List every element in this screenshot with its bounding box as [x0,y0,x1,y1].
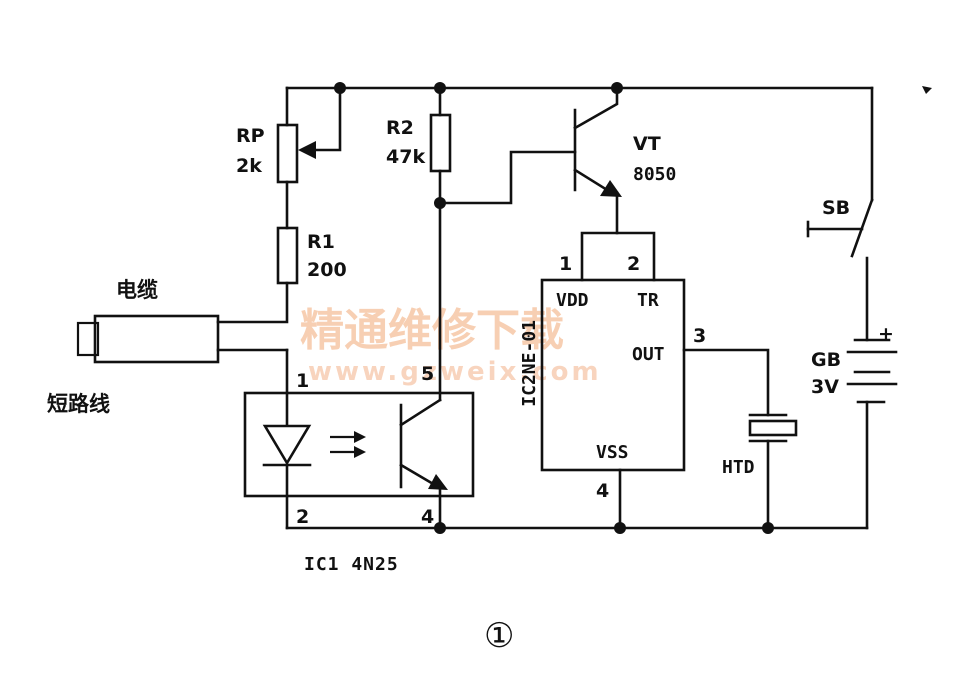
junction-dot [762,522,774,534]
htd-label: HTD [722,457,755,478]
rp-wiper-arrow [298,141,316,159]
ic2-pin4-label: 4 [596,480,609,502]
ic1-pin5-label: 5 [421,363,434,385]
junction-dot [434,522,446,534]
led-diode [262,424,312,466]
rp-name-label: RP [236,125,265,147]
r2-value-label: 47k [386,146,425,168]
cable-label: 电缆 [116,278,158,302]
watermark-url: www.gzweix.com [308,357,602,387]
watermark-title: 精通维修下载 [300,305,564,356]
ic1-pin2-label: 2 [296,506,309,528]
ic1-package [243,391,475,498]
top-rail [285,82,874,94]
ic1-pin1-label: 1 [296,370,309,392]
ic2-vdd-label: VDD [556,290,589,311]
rp-potentiometer [276,86,342,230]
vt-transistor [573,86,622,235]
ic2-chip [540,231,770,530]
cable-core [76,321,100,357]
rp-body [276,123,299,184]
sb-label: SB [822,197,850,219]
r2-name-label: R2 [386,117,414,139]
vt-value-label: 8050 [633,164,676,185]
ic2-pin1-label: 1 [559,253,572,275]
ic2-label: IC2NE-01 [519,320,540,407]
r2-resistor [429,86,577,209]
cable-connector [76,314,289,364]
ic2-pin3-label: 3 [693,325,706,347]
r1-name-label: R1 [307,231,335,253]
phototransistor-emitter-arrow [428,474,448,490]
ic1-optocoupler [243,201,475,530]
ic1-pin4-label: 4 [421,506,434,528]
junction-dot [614,522,626,534]
ic2-pin2-label: 2 [627,253,640,275]
figure-number: ① [484,616,514,656]
ic2-tr-label: TR [637,290,659,311]
gb-name-label: GB [811,349,841,371]
rp-value-label: 2k [236,155,262,177]
sb-switch [806,86,874,342]
corner-mark [922,86,932,94]
ic2-package [540,278,686,472]
r1-resistor [216,226,299,324]
bottom-rail [285,522,869,534]
short-wire-label: 短路线 [47,392,110,416]
gb-battery [846,338,898,530]
gb-value-label: 3V [811,376,839,398]
htd-buzzer [748,413,798,530]
r1-value-label: 200 [307,259,347,281]
vt-name-label: VT [633,133,661,155]
ic1-label: IC1 4N25 [304,554,399,575]
gb-plus-label: + [878,323,894,345]
cable-sheath [93,314,220,364]
ic2-vss-label: VSS [596,442,629,463]
ic2-out-label: OUT [632,344,665,365]
